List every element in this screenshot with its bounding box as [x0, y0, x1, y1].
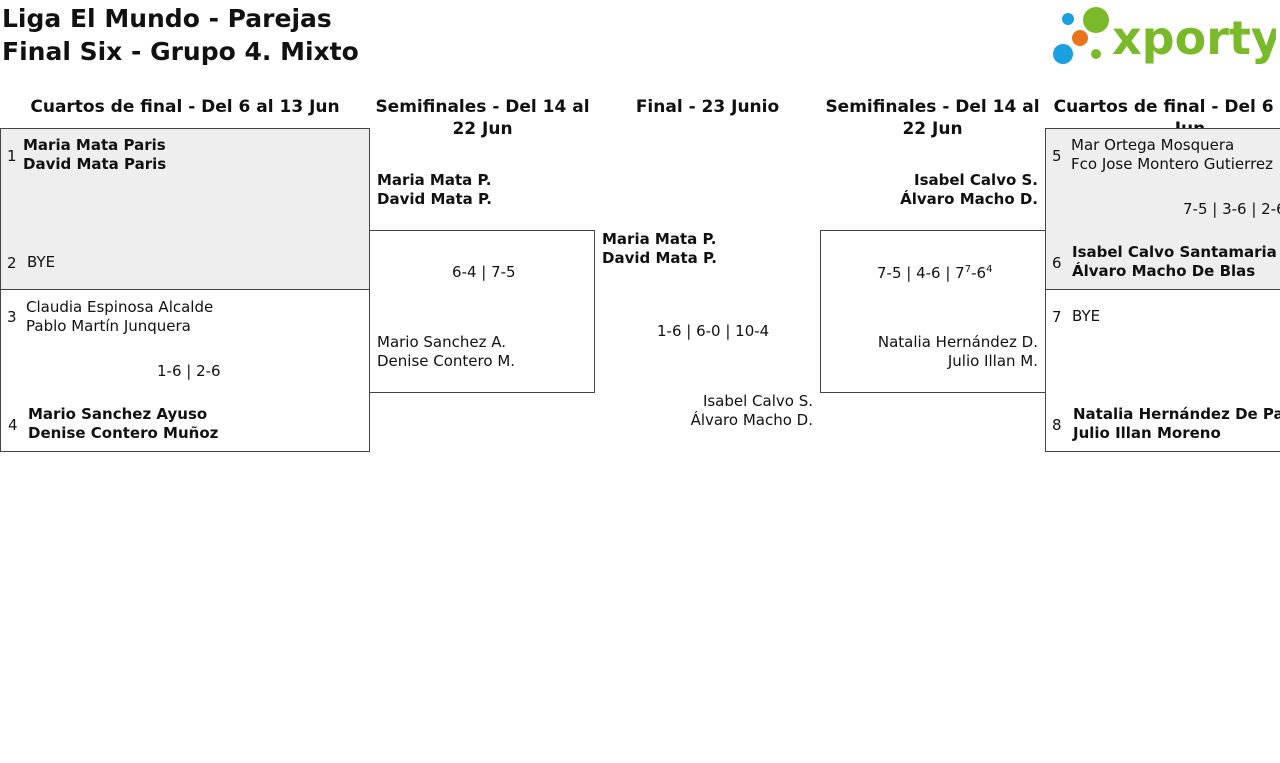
- seed-number: 6: [1052, 254, 1062, 272]
- player-name: Álvaro Macho De Blas: [1072, 262, 1256, 280]
- logo-dot-blue-small: [1062, 13, 1074, 25]
- match-qf-4[interactable]: [1045, 289, 1280, 452]
- col-qf-left: Cuartos de final - Del 6 al 13 Jun: [30, 97, 340, 117]
- logo-dot-orange: [1072, 30, 1088, 46]
- team-name: Maria Mata P.: [377, 171, 492, 189]
- player-name: Natalia Hernández De Pablo: [1073, 405, 1280, 423]
- match-sf-left[interactable]: [369, 230, 595, 393]
- match-score: 7-5 | 3-6 | 2-6: [1183, 200, 1280, 218]
- team-name: Álvaro Macho D.: [690, 411, 813, 429]
- team-name: Mario Sanchez A.: [377, 333, 507, 351]
- seed-number: 8: [1052, 416, 1062, 434]
- col-sf-left: Semifinales - Del 14 al 22 Jun: [375, 97, 590, 139]
- seed-number: 7: [1052, 308, 1062, 326]
- logo-dot-blue: [1053, 44, 1073, 64]
- logo-dot-green-small: [1091, 49, 1101, 59]
- page-title: Liga El Mundo - Parejas: [2, 4, 332, 33]
- player-name: Pablo Martín Junquera: [26, 317, 191, 335]
- match-qf-1[interactable]: [0, 128, 370, 290]
- final-score: 1-6 | 6-0 | 10-4: [657, 322, 770, 340]
- seed-number: 1: [7, 147, 17, 165]
- player-name: BYE: [27, 253, 56, 271]
- match-score: 7-5 | 4-6 | 77-64: [877, 264, 993, 282]
- player-name: Fco Jose Montero Gutierrez: [1071, 155, 1274, 173]
- logo-wordmark: xporty: [1112, 11, 1276, 65]
- seed-number: 2: [7, 254, 17, 272]
- player-name: Claudia Espinosa Alcalde: [26, 298, 214, 316]
- team-name: Denise Contero M.: [377, 352, 516, 370]
- player-name: Maria Mata Paris: [23, 136, 166, 154]
- match-score: 1-6 | 2-6: [157, 362, 221, 380]
- seed-number: 4: [8, 416, 18, 434]
- team-name: Maria Mata P.: [602, 230, 717, 248]
- logo-icon: xporty: [1053, 7, 1280, 65]
- player-name: Mar Ortega Mosquera: [1071, 136, 1235, 154]
- page-subtitle: Final Six - Grupo 4. Mixto: [2, 37, 359, 66]
- seed-number: 5: [1052, 147, 1062, 165]
- match-qf-3[interactable]: [1045, 128, 1280, 290]
- team-name: David Mata P.: [602, 249, 717, 267]
- player-name: Denise Contero Muñoz: [28, 424, 219, 442]
- player-name: Mario Sanchez Ayuso: [28, 405, 208, 423]
- seed-number: 3: [7, 308, 17, 326]
- team-name: Álvaro Macho D.: [900, 190, 1038, 208]
- col-final: Final - 23 Junio: [635, 97, 780, 117]
- player-name: Isabel Calvo Santamaria: [1072, 243, 1277, 261]
- team-name: Julio Illan M.: [947, 352, 1038, 370]
- xporty-logo: xporty: [1052, 4, 1280, 68]
- player-name: Julio Illan Moreno: [1073, 424, 1221, 442]
- team-name: Natalia Hernández D.: [877, 333, 1038, 351]
- team-name: Isabel Calvo S.: [702, 392, 813, 410]
- match-score: 6-4 | 7-5: [452, 263, 516, 281]
- logo-dot-green: [1083, 7, 1109, 33]
- team-name: Isabel Calvo S.: [914, 171, 1038, 189]
- player-name: BYE: [1072, 307, 1101, 325]
- col-sf-right: Semifinales - Del 14 al 22 Jun: [825, 97, 1040, 139]
- player-name: David Mata Paris: [23, 155, 167, 173]
- team-name: David Mata P.: [377, 190, 492, 208]
